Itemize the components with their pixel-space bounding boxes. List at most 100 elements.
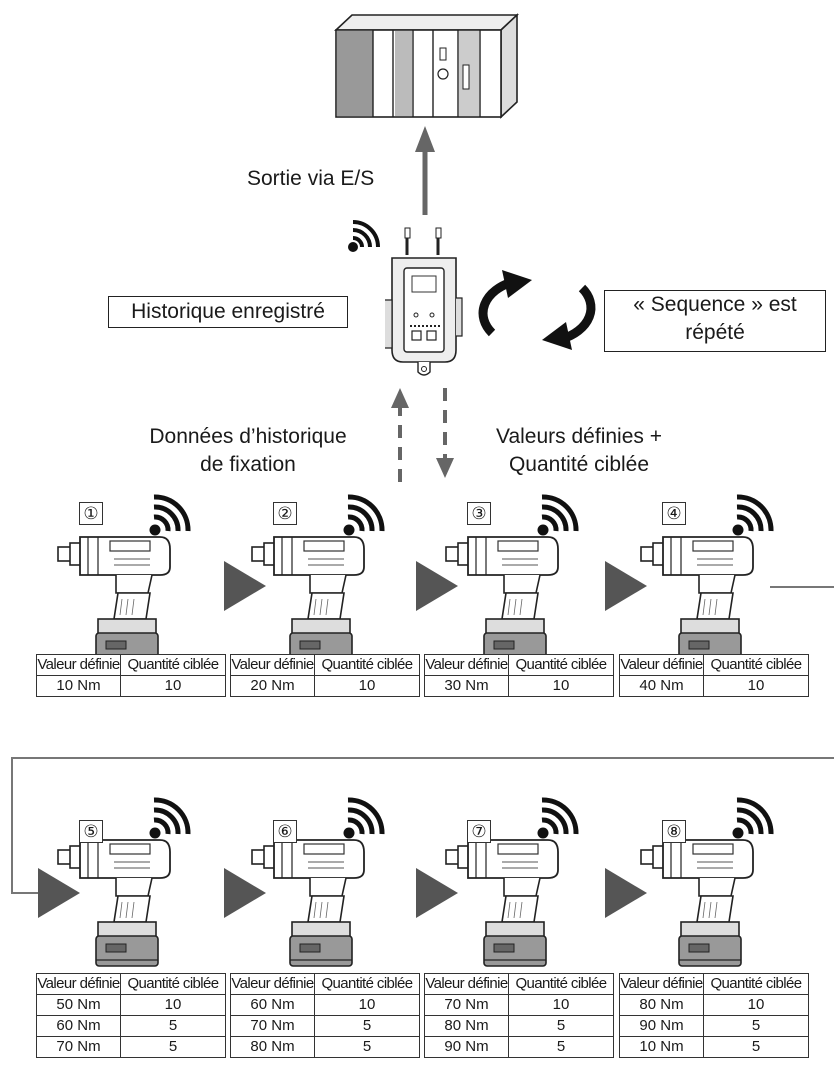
quantity-cell: 10 [508,675,614,697]
quantity-cell: 5 [314,1015,420,1037]
controller-wireless-icon [348,220,380,252]
row-connector-line [11,586,834,894]
col-header-value: Valeur définie [424,973,509,995]
value-cell: 80 Nm [424,1015,509,1037]
plc-rack-icon [333,13,520,119]
value-cell: 80 Nm [230,1036,315,1058]
quantity-cell: 10 [120,675,226,697]
step-arrow [416,868,458,918]
quantity-cell: 10 [508,994,614,1016]
tool-step-6 [251,800,382,967]
quantity-cell: 10 [703,994,809,1016]
col-header-quantity: Quantité ciblée [508,654,614,676]
value-cell: 50 Nm [36,994,121,1016]
col-header-quantity: Quantité ciblée [314,654,420,676]
value-cell: 80 Nm [619,994,704,1016]
quantity-cell: 5 [120,1015,226,1037]
col-header-value: Valeur définie [36,973,121,995]
step-arrow [605,868,647,918]
quantity-cell: 10 [314,675,420,697]
step-number-2: ② [273,502,297,525]
value-cell: 30 Nm [424,675,509,697]
tool-step-8 [640,800,771,967]
value-cell: 60 Nm [230,994,315,1016]
col-header-value: Valeur définie [230,654,315,676]
value-cell: 10 Nm [619,1036,704,1058]
wireless-controller-icon [385,227,463,376]
col-header-quantity: Quantité ciblée [120,973,226,995]
col-header-quantity: Quantité ciblée [314,973,420,995]
col-header-quantity: Quantité ciblée [703,654,809,676]
col-header-value: Valeur définie [230,973,315,995]
sequence-label: « Sequence » est répété [604,290,826,352]
history-data-label-line1: Données d’historique [149,425,347,448]
col-header-value: Valeur définie [424,654,509,676]
step-number-1: ① [79,502,103,525]
settings-data-arrow [436,388,454,478]
col-header-quantity: Quantité ciblée [120,654,226,676]
value-cell: 20 Nm [230,675,315,697]
quantity-cell: 5 [703,1015,809,1037]
value-cell: 70 Nm [424,994,509,1016]
quantity-cell: 5 [120,1036,226,1058]
step-arrow [416,561,458,611]
value-cell: 10 Nm [36,675,121,697]
tool-step-4 [640,497,771,664]
history-data-label: Données d’historique de fixation [118,423,378,479]
step-number-8: ⑧ [662,820,686,843]
quantity-cell: 10 [703,675,809,697]
history-data-label-line2: de fixation [200,453,296,476]
history-data-arrow [391,388,409,482]
settings-data-label: Valeurs définies + Quantité ciblée [464,423,694,479]
value-cell: 60 Nm [36,1015,121,1037]
value-cell: 90 Nm [424,1036,509,1058]
col-header-value: Valeur définie [619,654,704,676]
col-header-value: Valeur définie [619,973,704,995]
settings-data-label-line2: Quantité ciblée [508,453,650,476]
tool-step-2 [251,497,382,664]
tool-step-5 [57,800,188,967]
value-cell: 70 Nm [36,1036,121,1058]
step-number-7: ⑦ [467,820,491,843]
quantity-cell: 5 [314,1036,420,1058]
quantity-cell: 5 [703,1036,809,1058]
settings-data-label-line1: Valeurs définies + [496,425,662,448]
step-arrow [38,868,80,918]
step-arrow [224,561,266,611]
output-arrow [415,126,435,215]
quantity-cell: 10 [120,994,226,1016]
sequence-label-line1: « Sequence » est [633,293,797,316]
step-number-4: ④ [662,502,686,525]
quantity-cell: 5 [508,1015,614,1037]
col-header-quantity: Quantité ciblée [508,973,614,995]
step-arrow [224,868,266,918]
tool-step-1 [57,497,188,664]
col-header-quantity: Quantité ciblée [703,973,809,995]
output-label: Sortie via E/S [247,167,375,190]
tool-step-3 [445,497,576,664]
history-label: Historique enregistré [108,296,348,328]
tool-step-7 [445,800,576,967]
col-header-value: Valeur définie [36,654,121,676]
step-number-6: ⑥ [273,820,297,843]
